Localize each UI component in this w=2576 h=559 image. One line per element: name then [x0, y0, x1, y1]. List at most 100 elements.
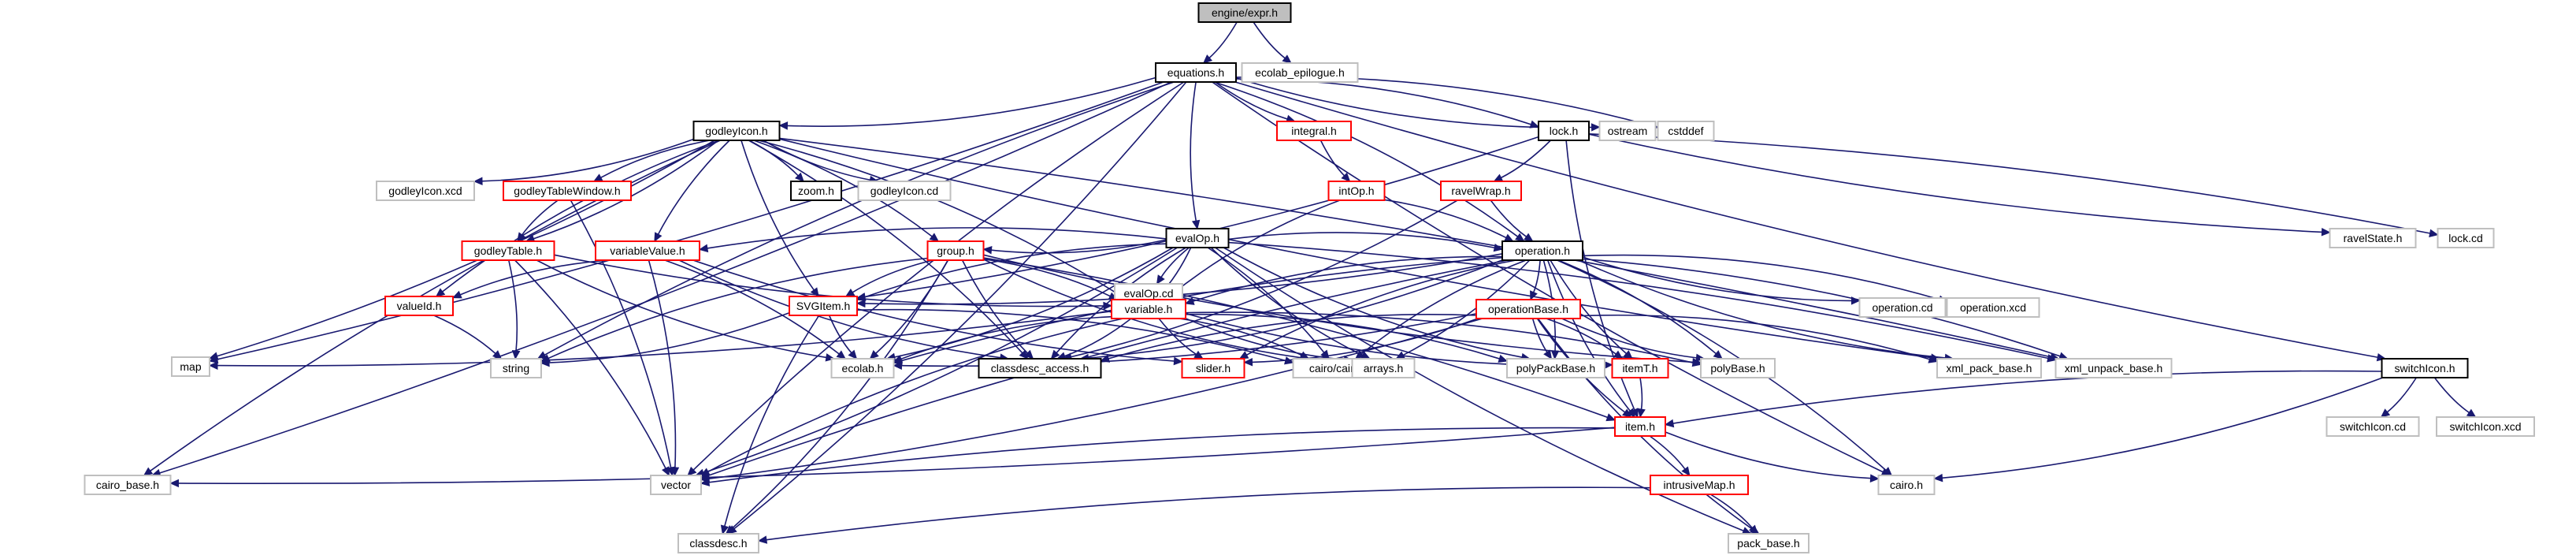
include-edge: [150, 81, 1172, 477]
node-label: classdesc.h: [689, 537, 747, 550]
arrowhead-icon: [1498, 354, 1509, 363]
node-string: string: [490, 358, 542, 378]
node-box: [1241, 62, 1359, 83]
node-label: arrays.h: [1364, 362, 1404, 375]
arrowhead-icon: [1354, 350, 1365, 360]
node-engine-expr-h[interactable]: engine/expr.h: [1197, 2, 1292, 23]
node-zoom-h[interactable]: zoom.h: [790, 181, 842, 201]
node-box: [1611, 358, 1669, 378]
arrowhead-icon: [1626, 408, 1636, 418]
node-poly-pack-base-h: polyPackBase.h: [1506, 358, 1605, 378]
arrowhead-icon: [1282, 54, 1292, 64]
node-int-op-h[interactable]: intOp.h: [1327, 181, 1386, 201]
node-label: cairo_base.h: [96, 479, 159, 491]
include-edge: [778, 76, 1156, 130]
node-intrusive-map-h[interactable]: intrusiveMap.h: [1650, 475, 1749, 495]
node-item-h[interactable]: item.h: [1614, 416, 1666, 437]
node-box: [1657, 121, 1715, 141]
node-box: [376, 181, 475, 201]
arrowhead-icon: [1664, 419, 1675, 428]
include-edge: [1202, 21, 1238, 64]
node-eval-op-h[interactable]: evalOp.h: [1165, 228, 1230, 248]
node-label: intOp.h: [1338, 184, 1374, 197]
node-box: [677, 533, 759, 553]
include-edge: [698, 227, 1167, 253]
include-edge: [1490, 199, 1534, 242]
node-label: valueId.h: [397, 300, 442, 312]
include-edge: [1546, 318, 1624, 360]
node-variable-h[interactable]: variable.h: [1111, 299, 1186, 319]
node-operation-base-h[interactable]: operationBase.h: [1475, 299, 1581, 319]
include-edge: [1557, 259, 1893, 476]
include-edge: [1493, 140, 1551, 182]
arrowhead-icon: [540, 358, 550, 367]
arrowhead-icon: [778, 121, 789, 130]
node-ravel-wrap-h[interactable]: ravelWrap.h: [1440, 181, 1522, 201]
include-edge: [648, 259, 680, 477]
include-edge: [451, 259, 609, 299]
node-arrays-h: arrays.h: [1351, 358, 1416, 378]
node-label: switchIcon.xcd: [2449, 420, 2521, 433]
node-integral-h[interactable]: integral.h: [1276, 121, 1352, 141]
node-label: cstddef: [1668, 125, 1703, 137]
include-edge: [1709, 494, 1758, 535]
node-label: evalOp.cd: [1123, 287, 1173, 300]
include-edge: [208, 311, 1112, 370]
node-slider-h[interactable]: slider.h: [1181, 358, 1245, 378]
arrowhead-icon: [1493, 173, 1504, 182]
node-label: pack_base.h: [1737, 537, 1799, 550]
node-box: [2436, 416, 2535, 437]
include-edge: [508, 259, 521, 360]
arrowhead-icon: [982, 245, 993, 255]
node-value-id-h[interactable]: valueId.h: [384, 296, 454, 316]
node-label: lock.cd: [2448, 232, 2483, 244]
include-edge: [208, 140, 715, 360]
node-box: [461, 240, 555, 261]
arrowhead-icon: [893, 361, 903, 370]
node-godley-table-window-h[interactable]: godleyTableWindow.h: [503, 181, 632, 201]
node-box: [1538, 121, 1590, 141]
node-label: vector: [661, 479, 691, 491]
arrowhead-icon: [869, 349, 879, 360]
arrowhead-icon: [893, 355, 904, 363]
node-group-h[interactable]: group.h: [926, 240, 985, 261]
node-box: [1276, 121, 1352, 141]
node-item-t-h[interactable]: itemT.h: [1611, 358, 1669, 378]
arrowhead-icon: [1341, 172, 1351, 182]
include-edge: [1253, 21, 1292, 64]
arrowhead-icon: [169, 479, 179, 488]
node-xml-unpack-base-h: xml_unpack_base.h: [2054, 358, 2173, 378]
node-godley-icon-h[interactable]: godleyIcon.h: [692, 121, 781, 141]
node-classdesc-access-h[interactable]: classdesc_access.h: [978, 358, 1102, 378]
arrowhead-icon: [1100, 354, 1111, 363]
node-operation-h[interactable]: operation.h: [1501, 240, 1583, 261]
node-box: [1700, 358, 1776, 378]
arrowhead-icon: [1493, 243, 1504, 252]
node-label: evalOp.h: [1175, 232, 1219, 244]
include-edge: [433, 315, 503, 360]
node-label: slider.h: [1196, 362, 1230, 375]
arrowhead-icon: [492, 350, 503, 360]
arrowhead-icon: [1883, 467, 1893, 476]
node-label: item.h: [1625, 420, 1655, 433]
include-edge: [1100, 314, 1477, 363]
include-edge: [540, 311, 790, 367]
arrowhead-icon: [1184, 296, 1195, 305]
node-lock-h[interactable]: lock.h: [1538, 121, 1590, 141]
node-box: [1165, 228, 1230, 248]
node-godley-table-h[interactable]: godleyTable.h: [461, 240, 555, 261]
node-variable-value-h[interactable]: variableValue.h: [595, 240, 700, 261]
node-box: [384, 296, 454, 316]
node-box: [1501, 240, 1583, 261]
node-box: [1155, 62, 1237, 83]
include-edge: [844, 259, 934, 297]
node-switch-icon-h[interactable]: switchIcon.h: [2381, 358, 2469, 378]
arrowhead-icon: [511, 350, 521, 360]
include-edge: [856, 243, 1167, 301]
node-equations-h[interactable]: equations.h: [1155, 62, 1237, 83]
node-ecolab-epilogue-h: ecolab_epilogue.h: [1241, 62, 1359, 83]
include-edge: [757, 486, 1651, 544]
include-edge: [1649, 435, 1691, 476]
arrowhead-icon: [1504, 233, 1514, 242]
node-svgitem-h[interactable]: SVGItem.h: [789, 296, 858, 316]
